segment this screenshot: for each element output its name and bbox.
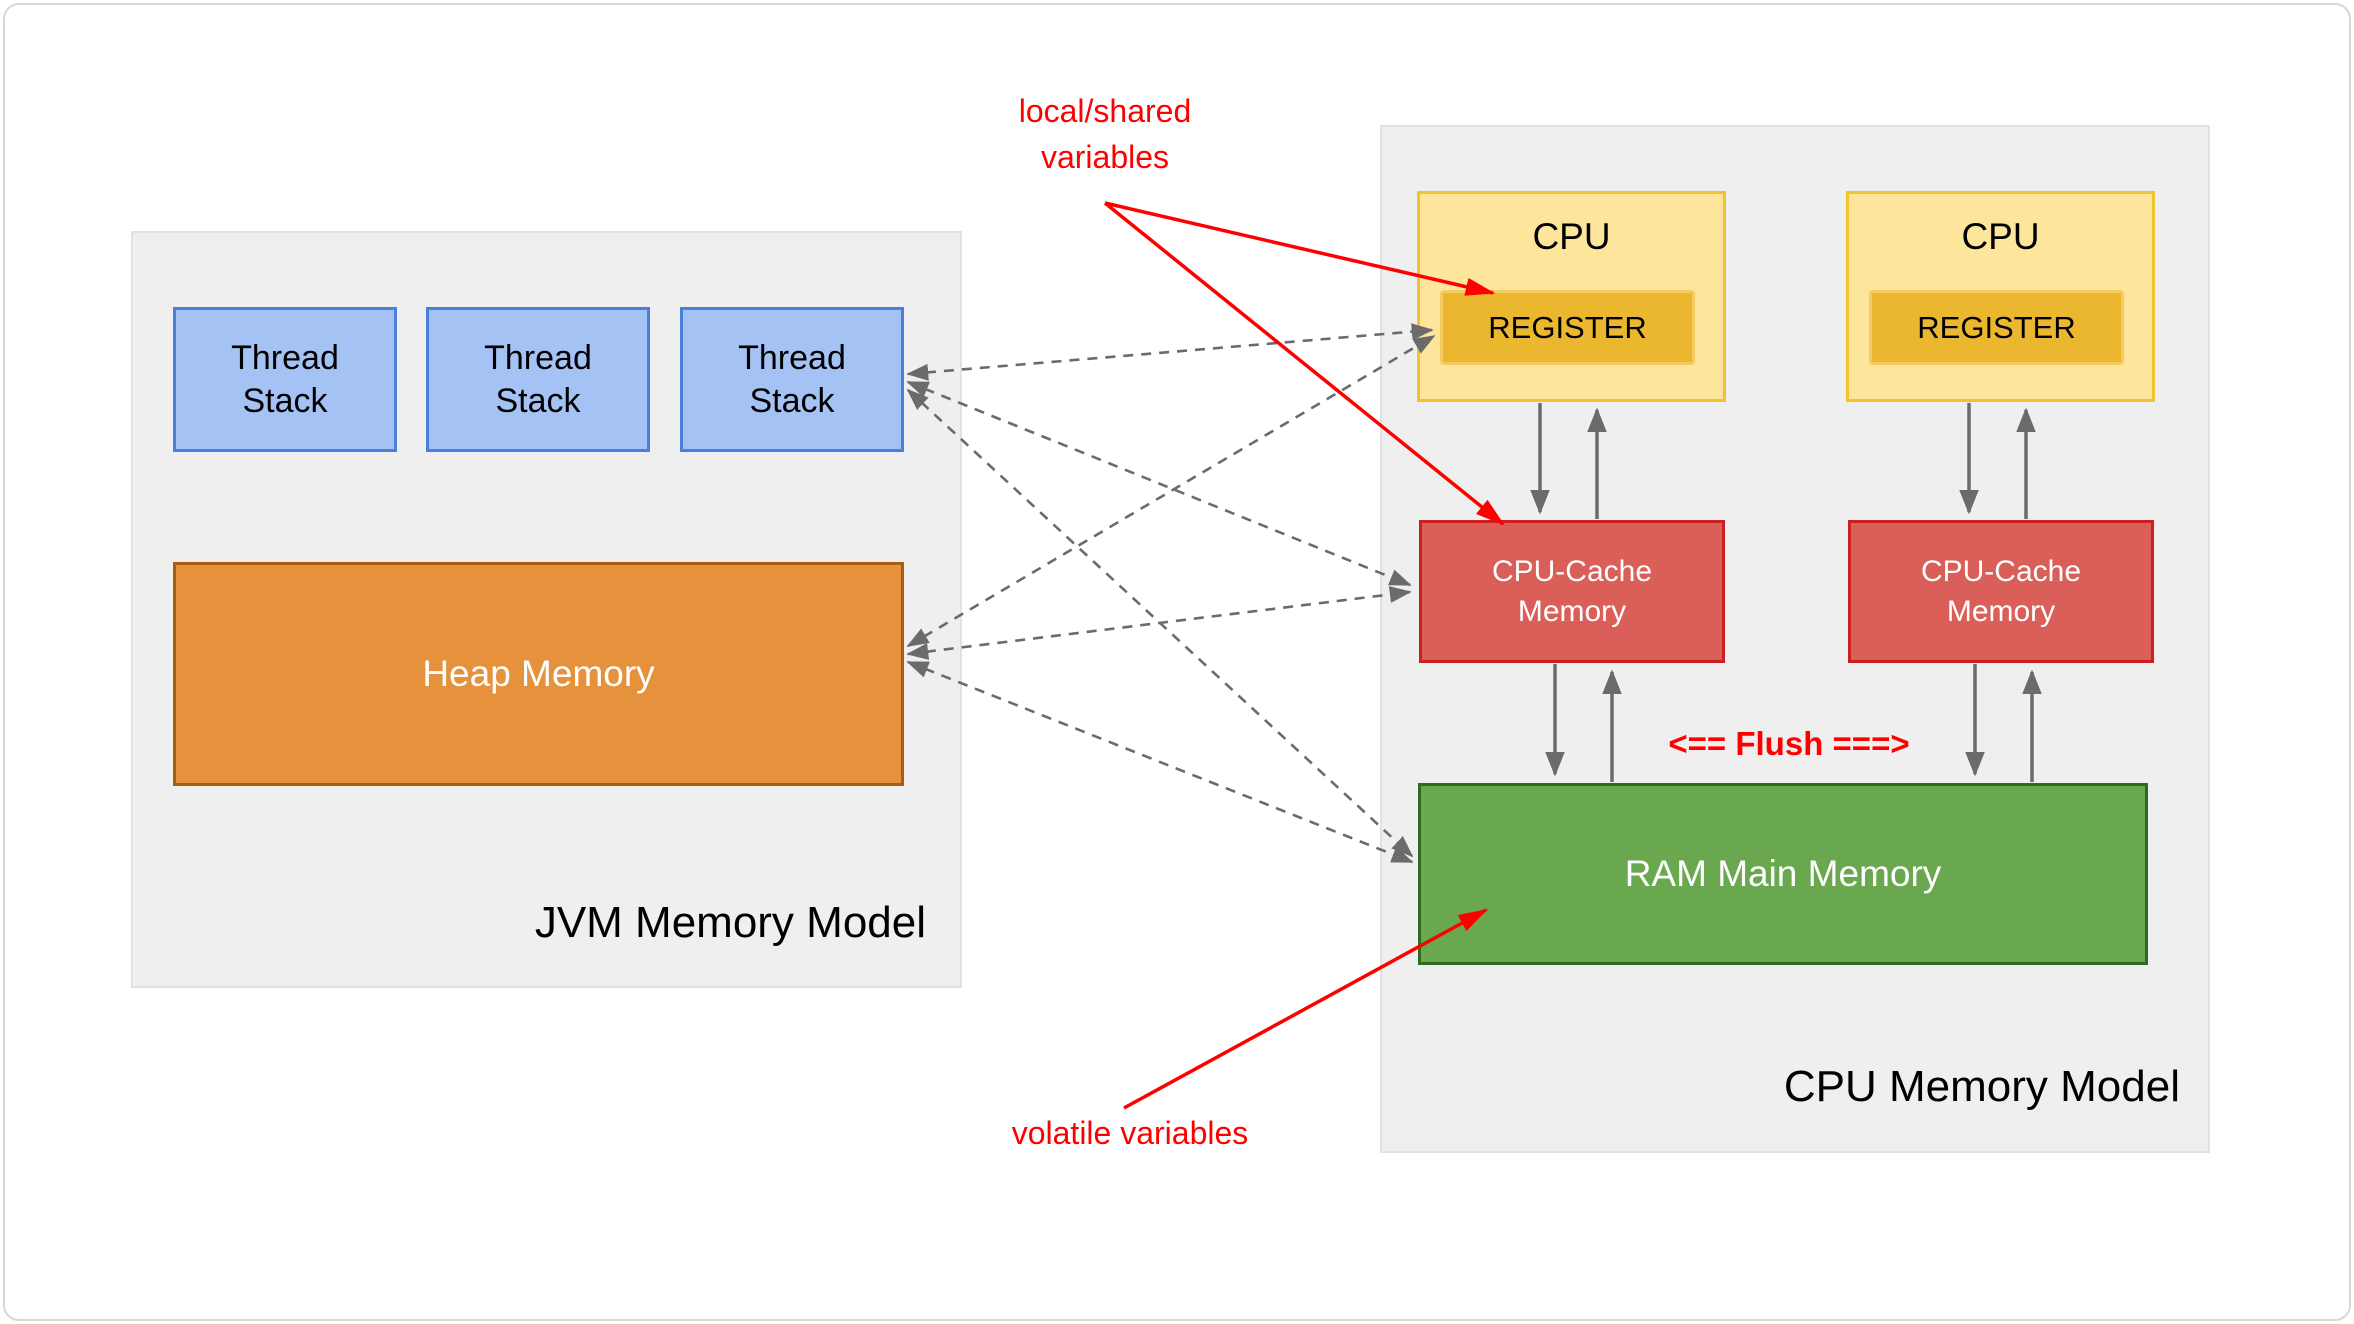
ram-main-memory-box: RAM Main Memory [1418, 783, 2148, 965]
thread-stack-box-2: Thread Stack [426, 307, 650, 452]
thread-stack-label-line1: Thread [231, 339, 339, 377]
cpu-cache-label-line2: Memory [1946, 594, 2056, 628]
dashed-connector-threadstack-ram [906, 388, 1414, 858]
heap-memory-label: Heap Memory [422, 653, 655, 694]
cpu-label: CPU [1532, 216, 1611, 257]
cpu-label: CPU [1961, 216, 2040, 257]
cpu-cache-label-line1: CPU-Cache [1491, 554, 1653, 588]
thread-stack-label-line2: Stack [749, 381, 835, 420]
heap-memory-box: Heap Memory [173, 562, 904, 786]
thread-stack-box-3: Thread Stack [680, 307, 904, 452]
ram-main-memory-label: RAM Main Memory [1624, 853, 1942, 894]
cpu-cache-memory-box-1: CPU-Cache Memory [1419, 520, 1725, 663]
cpu-cache-label-line1: CPU-Cache [1920, 554, 2082, 588]
cpu-panel-title: CPU Memory Model [1783, 1062, 2180, 1111]
register-box-2: REGISTER [1869, 290, 2124, 365]
local-shared-line2: variables [1040, 139, 1170, 176]
cpu-cache-memory-box-2: CPU-Cache Memory [1848, 520, 2154, 663]
local-shared-line1: local/shared [1018, 93, 1192, 129]
jvm-panel-title: JVM Memory Model [534, 898, 926, 947]
dashed-connector-threadstack-cache [906, 380, 1412, 587]
thread-stack-label-line1: Thread [738, 339, 846, 377]
flush-annotation: <== Flush ===> [1668, 725, 1910, 762]
thread-stack-label-line1: Thread [484, 339, 592, 377]
dashed-connector-heap-register [906, 334, 1436, 648]
dashed-connector-heap-cache [906, 586, 1412, 660]
cpu-cache-label-line2: Memory [1517, 594, 1627, 628]
dashed-connector-heap-ram [906, 660, 1414, 864]
thread-stack-label-line2: Stack [495, 381, 581, 420]
thread-stack-label-line2: Stack [242, 381, 328, 420]
register-label: REGISTER [1488, 309, 1647, 345]
register-box-1: REGISTER [1440, 290, 1695, 365]
thread-stack-box-1: Thread Stack [173, 307, 397, 452]
dashed-connector-threadstack-register [906, 323, 1434, 381]
volatile-variables-annotation: volatile variables [1011, 1115, 1249, 1151]
register-label: REGISTER [1917, 309, 2076, 345]
local-shared-variables-annotation: local/shared variables [940, 88, 1270, 181]
